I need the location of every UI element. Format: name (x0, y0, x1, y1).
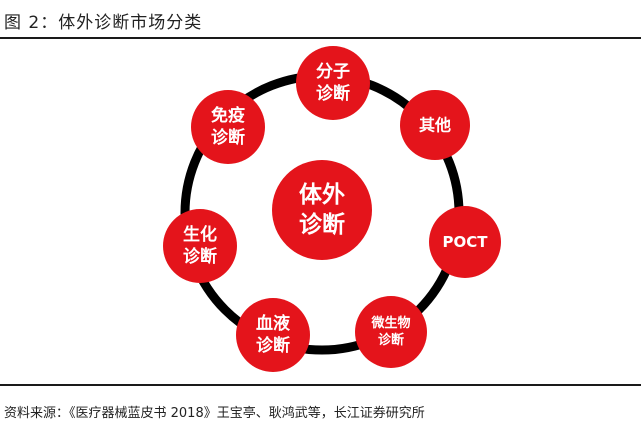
segment-node-2-circle (429, 206, 501, 278)
segment-node-2-label: POCT (443, 233, 489, 251)
center-node-circle (272, 160, 372, 260)
segment-node-1-circle (400, 90, 470, 160)
bottom-divider (0, 384, 641, 386)
segment-node-0-circle (296, 46, 370, 120)
source-note: 资料来源：《医疗器械蓝皮书 2018》王宝亭、耿鸿武等，长江证券研究所 (4, 406, 425, 421)
segment-node-3-label: 微生物 (370, 315, 410, 331)
segment-node-3-label: 诊断 (378, 332, 404, 348)
segment-node-6-circle (191, 90, 265, 164)
center-node-label: 诊断 (299, 211, 345, 238)
top-divider (0, 37, 641, 39)
segment-node-4-circle (236, 298, 310, 372)
center-node-label: 体外 (299, 181, 345, 208)
segment-node-4-label: 诊断 (256, 335, 290, 356)
segment-node-4-label: 血液 (256, 313, 290, 334)
segment-node-0-label: 诊断 (316, 83, 350, 104)
segment-node-5-label: 生化 (183, 224, 217, 245)
segment-node-6-label: 诊断 (211, 127, 245, 148)
figure-title: 图 2：体外诊断市场分类 (4, 13, 203, 33)
segment-node-5-label: 诊断 (183, 246, 217, 267)
segment-node-6-label: 免疫 (211, 105, 245, 126)
segment-node-0-label: 分子 (316, 62, 350, 82)
segment-node-1-label: 其他 (419, 116, 451, 135)
segment-node-5-circle (163, 209, 237, 283)
segment-node-3-circle (355, 296, 427, 368)
